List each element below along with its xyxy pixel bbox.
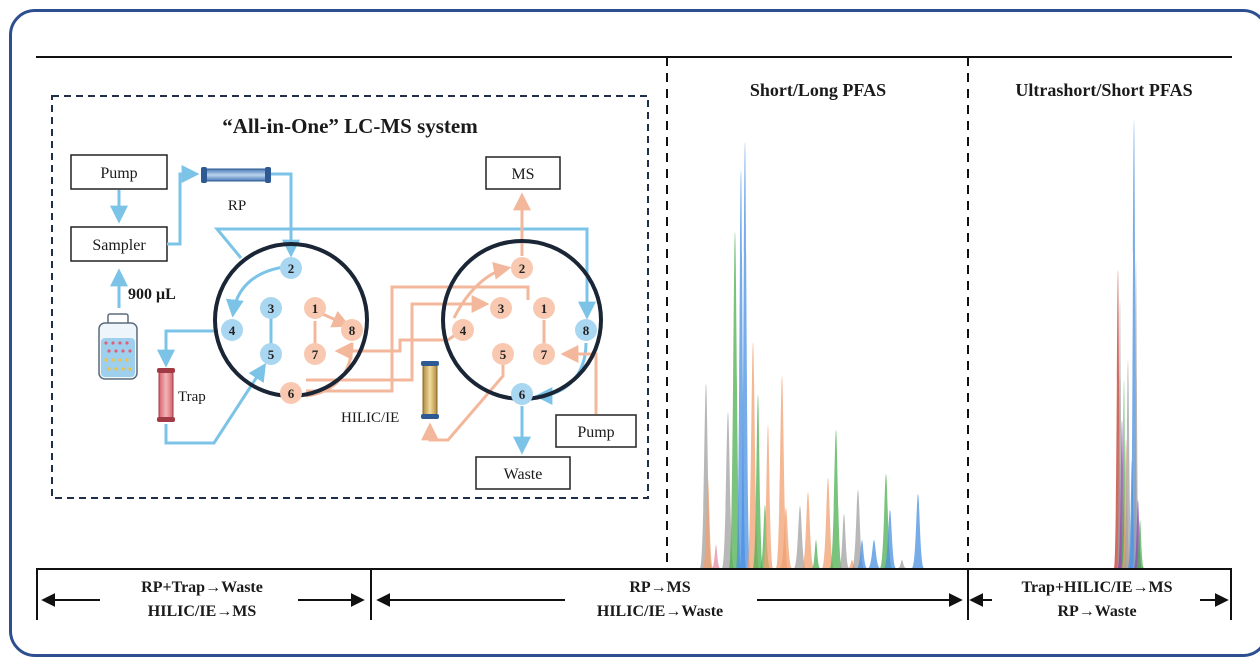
right-peak-8 — [1133, 260, 1139, 568]
seg3-line1: Trap+HILIC/IE→MS — [1021, 579, 1172, 596]
mid-peak-14 — [802, 492, 814, 568]
right-peak-10 — [1136, 520, 1144, 568]
short-long-title: Short/Long PFAS — [750, 80, 886, 100]
pump-right-block: Pump — [555, 414, 637, 448]
mid-peak-18 — [839, 514, 849, 568]
vl-port-5: 5 — [268, 347, 275, 362]
vr-port-5: 5 — [500, 347, 507, 362]
vl-port-7: 7 — [312, 347, 319, 362]
valve-left-ports: 2 3 4 5 1 8 7 6 — [221, 257, 363, 404]
orange-flow-lines — [305, 192, 598, 442]
system-title: “All-in-One” LC-MS system — [222, 114, 478, 138]
mid-peak-3 — [722, 412, 734, 568]
seg2-line1: RP→MS — [629, 579, 690, 596]
mid-peak-10 — [763, 425, 773, 568]
right-peak-5 — [1124, 360, 1132, 568]
waste-label: Waste — [504, 466, 543, 483]
pump-right-label: Pump — [577, 424, 614, 441]
vr-port-2: 2 — [519, 261, 526, 276]
mid-peak-22 — [868, 540, 880, 568]
chromatogram-ultrashort-short — [1114, 120, 1144, 568]
blue-flow-lines — [110, 165, 596, 455]
vl-port-6: 6 — [288, 386, 295, 401]
sampler-block: Sampler — [70, 226, 168, 262]
mid-peak-6 — [740, 142, 750, 568]
pump-left-label: Pump — [100, 165, 137, 182]
waste-block: Waste — [475, 456, 571, 490]
mid-peak-8 — [753, 395, 763, 568]
timeline: RP+Trap→Waste HILIC/IE→MS RP→MS HILIC/IE… — [36, 568, 1232, 620]
sampler-label: Sampler — [92, 237, 146, 254]
mid-peak-2 — [712, 545, 720, 568]
mid-peak-12 — [780, 508, 792, 568]
vl-port-8: 8 — [349, 323, 356, 338]
trap-label: Trap — [178, 389, 206, 405]
seg3-line2: RP→Waste — [1057, 603, 1136, 620]
ms-label: MS — [511, 166, 534, 183]
valve-right-ports: 2 3 4 5 1 8 7 6 — [452, 257, 597, 405]
volume-label: 900 μL — [128, 286, 176, 303]
pump-left-block: Pump — [70, 154, 168, 190]
mid-peak-15 — [812, 540, 820, 568]
vl-port-2: 2 — [288, 261, 295, 276]
mid-peak-17 — [830, 430, 842, 568]
seg1-line2: HILIC/IE→MS — [148, 603, 257, 620]
mid-peak-25 — [898, 560, 906, 568]
mid-peak-21 — [857, 540, 867, 568]
outer-frame — [9, 9, 1260, 657]
chromatogram-short-long — [700, 142, 924, 568]
ultrashort-title: Ultrashort/Short PFAS — [1015, 80, 1192, 100]
rp-label: RP — [228, 198, 246, 214]
seg2-line2: HILIC/IE→Waste — [597, 603, 723, 620]
hilic-label: HILIC/IE — [341, 410, 399, 426]
mid-peak-16 — [822, 478, 834, 568]
hilic-column-icon — [421, 361, 439, 419]
vl-port-3: 3 — [268, 301, 275, 316]
mid-peak-24 — [884, 510, 896, 568]
vr-port-1: 1 — [541, 301, 548, 316]
vr-port-8: 8 — [583, 323, 590, 338]
vr-port-6: 6 — [519, 387, 526, 402]
rp-column-icon — [201, 167, 271, 183]
vr-port-7: 7 — [541, 347, 548, 362]
mid-peak-26 — [912, 494, 924, 568]
vl-port-4: 4 — [229, 323, 236, 338]
mid-peak-4 — [729, 232, 741, 568]
ms-block: MS — [485, 156, 561, 190]
system-box — [51, 95, 649, 499]
trap-column-icon — [157, 368, 175, 422]
seg1-line1: RP+Trap→Waste — [141, 579, 263, 596]
vr-port-3: 3 — [498, 301, 505, 316]
vr-port-4: 4 — [460, 323, 467, 338]
mid-peak-1 — [703, 480, 713, 568]
vl-port-1: 1 — [312, 301, 319, 316]
sample-vial-icon — [98, 313, 138, 380]
mid-peak-13 — [794, 506, 806, 568]
